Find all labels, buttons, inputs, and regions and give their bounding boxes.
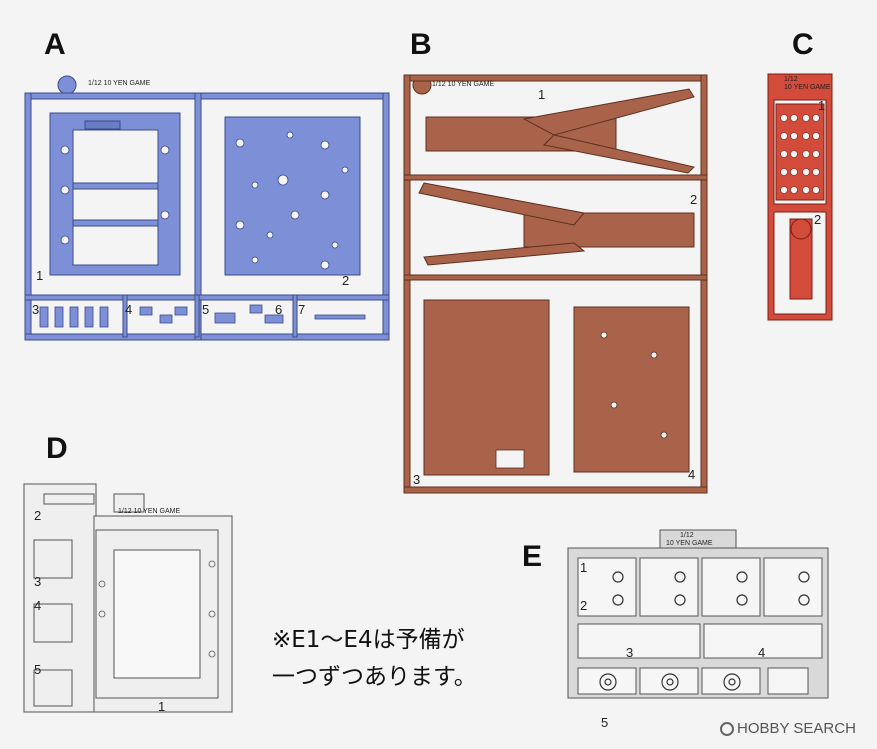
sprue-b-part-1: 1 (538, 87, 546, 102)
sprue-e-part-1: 1 (580, 560, 588, 575)
sprue-c-label-line2: 10 YEN GAME (784, 84, 831, 91)
sprue-c-label-line1: 1/12 (784, 76, 798, 83)
sprue-d-part-1: 1 (158, 699, 166, 714)
sprue-a-part-4: 4 (125, 302, 133, 317)
watermark: HOBBY SEARCH (720, 720, 856, 737)
watermark-text: HOBBY SEARCH (737, 720, 856, 737)
sprue-e-part-5: 5 (601, 715, 609, 730)
sprue-d-label: 1/12 10 YEN GAME (118, 508, 181, 515)
sprue-letter-e: E (522, 540, 543, 573)
sprue-c-part-2: 2 (814, 212, 822, 227)
sprue-e-part-2: 2 (580, 598, 588, 613)
sprue-d-runner (23, 483, 233, 713)
sprue-e-label-line1: 1/12 (680, 532, 694, 539)
sprue-d-part-3: 3 (34, 574, 42, 589)
sprue-a-label: 1/12 10 YEN GAME (88, 80, 151, 87)
sprue-b-part-2: 2 (690, 192, 698, 207)
sprue-a-part-5: 5 (202, 302, 210, 317)
sprue-b-part-3: 3 (413, 472, 421, 487)
sprue-a-part-1: 1 (36, 268, 44, 283)
sprue-d-part-2: 2 (34, 508, 42, 523)
sprue-e-part-4: 4 (758, 645, 766, 660)
sprue-a-part-6: 6 (275, 302, 283, 317)
sprue-c-part-1: 1 (818, 98, 826, 113)
spare-parts-note: ※E1～E4は予備が 一つずつあります。 (272, 622, 477, 696)
sprue-a-runner (24, 75, 390, 341)
sprue-b-label: 1/12 10 YEN GAME (432, 81, 495, 88)
sprue-d-part-5: 5 (34, 662, 42, 677)
sprue-letter-d: D (46, 432, 68, 465)
sprue-d-part-4: 4 (34, 598, 42, 613)
hobby-search-logo-icon (720, 721, 734, 736)
sprue-b-runner (403, 74, 708, 494)
sprue-letter-b: B (410, 28, 432, 61)
sprue-a-part-7: 7 (298, 302, 306, 317)
sprue-e-runner (567, 529, 829, 699)
sprue-b-part-4: 4 (688, 467, 696, 482)
sprue-e-label-line2: 10 YEN GAME (666, 540, 713, 547)
sprue-letter-c: C (792, 28, 814, 61)
sprue-a-part-2: 2 (342, 273, 350, 288)
sprue-a-part-3: 3 (32, 302, 40, 317)
sprue-c-runner (767, 73, 833, 321)
note-line-2: 一つずつあります。 (272, 664, 477, 690)
sprue-letter-a: A (44, 28, 66, 61)
sprue-e-part-3: 3 (626, 645, 634, 660)
note-line-1: ※E1～E4は予備が (272, 627, 465, 653)
